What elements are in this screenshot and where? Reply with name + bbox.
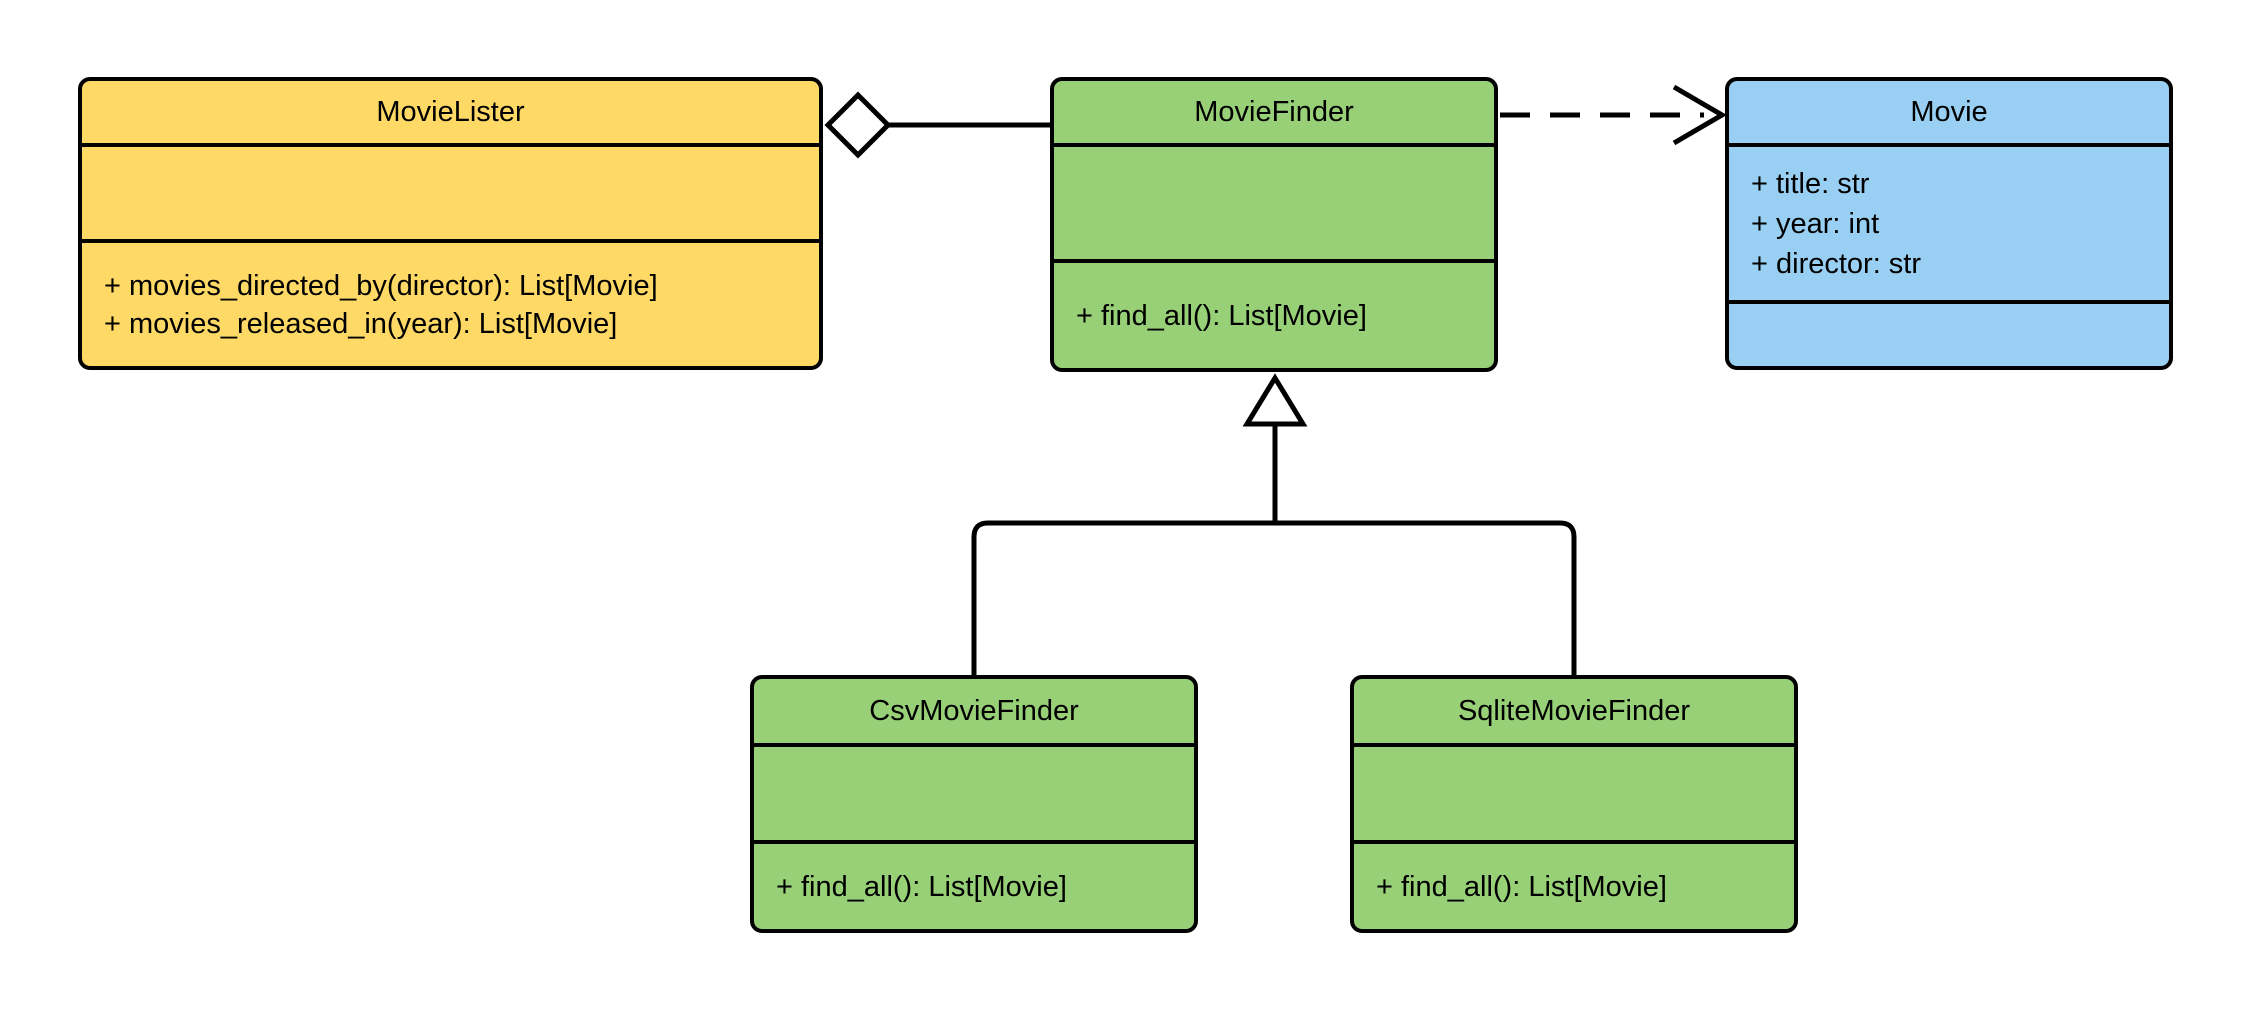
class-box-sqlitemoviefinder: SqliteMovieFinder + find_all(): List[Mov…: [1350, 675, 1798, 933]
class-title: SqliteMovieFinder: [1457, 694, 1691, 727]
method-entry: + movies_released_in(year): List[Movie]: [104, 307, 618, 340]
class-methods: + movies_directed_by(director): List[Mov…: [82, 239, 819, 366]
class-title: MovieLister: [376, 95, 525, 128]
class-title: MovieFinder: [1194, 95, 1354, 128]
class-methods: + find_all(): List[Movie]: [1054, 259, 1494, 368]
dependency-arrowhead: [1672, 84, 1727, 146]
class-attributes-empty: [82, 143, 819, 239]
class-title: Movie: [1910, 95, 1988, 128]
class-box-movielister: MovieLister + movies_directed_by(directo…: [78, 77, 823, 370]
class-attributes-empty: [1354, 743, 1794, 840]
class-methods: + find_all(): List[Movie]: [754, 840, 1194, 929]
class-attributes-empty: [1054, 143, 1494, 259]
attribute-entry: + director: str: [1751, 247, 1922, 280]
method-entry: + movies_directed_by(director): List[Mov…: [104, 269, 658, 302]
method-entry: + find_all(): List[Movie]: [1076, 299, 1367, 332]
inheritance-branches: [971, 520, 1577, 675]
class-title: CsvMovieFinder: [869, 694, 1079, 727]
class-attributes-empty: [754, 743, 1194, 840]
inheritance-triangle: [1242, 373, 1308, 427]
class-box-movie: Movie + title: str + year: int + directo…: [1725, 77, 2173, 370]
aggregation-diamond: [824, 91, 892, 159]
class-box-csvmoviefinder: CsvMovieFinder + find_all(): List[Movie]: [750, 675, 1198, 933]
class-box-moviefinder: MovieFinder + find_all(): List[Movie]: [1050, 77, 1498, 372]
class-methods-empty: [1729, 300, 2169, 366]
method-entry: + find_all(): List[Movie]: [776, 870, 1067, 903]
class-methods: + find_all(): List[Movie]: [1354, 840, 1794, 929]
attribute-entry: + year: int: [1751, 207, 1880, 240]
method-entry: + find_all(): List[Movie]: [1376, 870, 1667, 903]
attribute-entry: + title: str: [1751, 167, 1870, 200]
class-attributes: + title: str + year: int + director: str: [1729, 143, 2169, 300]
